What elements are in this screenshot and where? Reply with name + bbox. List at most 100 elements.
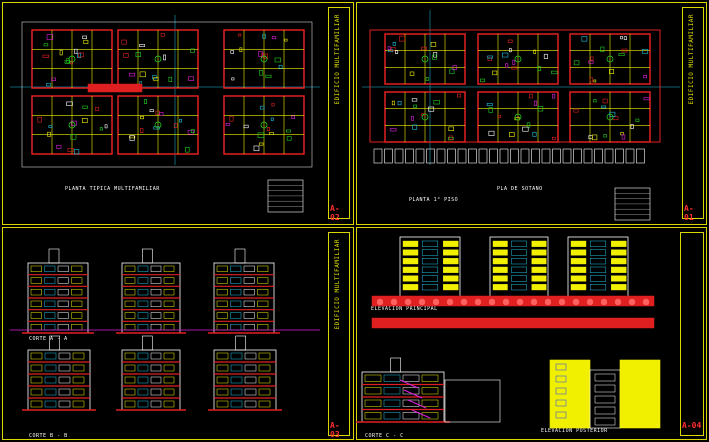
plan-fixture [225, 123, 231, 126]
sheet-a04: A-04 ELEVACION PRINCIPAL CORTE C - C ELE… [356, 227, 707, 440]
parking-stall [394, 148, 404, 164]
corridor [87, 83, 143, 93]
section-window [216, 324, 228, 331]
title-block-a02: EDIFICIO MULTIFAMILIAR A-02 [328, 7, 350, 222]
section-window [230, 352, 243, 360]
base-podium [371, 295, 655, 307]
sheet-a01: EDIFICIO MULTIFAMILIAR A-01 PLANTA 1° PI… [356, 2, 707, 225]
section-window [150, 376, 162, 384]
sheet-a02: EDIFICIO MULTIFAMILIAR A-02 PLANTA TIPIC… [2, 2, 354, 225]
section-window [124, 300, 136, 307]
section-window [124, 400, 136, 408]
plan-fixture [74, 48, 78, 54]
plan-fixture [258, 51, 263, 57]
section-window [243, 312, 255, 319]
plan-fixture [129, 135, 135, 141]
section-window [216, 364, 229, 372]
section-window [150, 352, 162, 360]
elevation-window [511, 284, 527, 291]
parking-stall [415, 148, 425, 164]
plan-fixture [551, 70, 558, 75]
tree-symbol [376, 298, 384, 306]
parking-stall [426, 148, 435, 164]
plan-fixture [153, 77, 159, 82]
plan-fixture [99, 127, 103, 131]
plan-fixture [430, 42, 437, 47]
elevation-window [402, 258, 419, 265]
section-window [383, 374, 401, 382]
section-window [137, 289, 149, 296]
section-window [30, 400, 43, 408]
section-window [30, 388, 43, 396]
elevation-window [611, 240, 627, 247]
section-window [364, 399, 382, 407]
section-window [124, 324, 136, 331]
caption-corte-b-b: CORTE B - B [29, 433, 68, 439]
rear-window [555, 375, 567, 383]
plan-fixture [286, 136, 292, 141]
tree-symbol [446, 298, 454, 306]
plan-fixture [537, 105, 544, 112]
section-window [150, 400, 162, 408]
section-window [258, 352, 271, 360]
elevation-window [443, 258, 459, 265]
tree-symbol [558, 298, 566, 306]
parking-stall [447, 148, 456, 164]
section-window [124, 352, 136, 360]
section-window [216, 289, 228, 296]
section-window [30, 312, 42, 319]
elevation-window [421, 284, 439, 291]
section-window [57, 324, 69, 331]
plan-fixture [253, 145, 260, 152]
section-window [44, 312, 56, 319]
tree-symbol [516, 298, 524, 306]
elevation-window [511, 266, 527, 273]
title-block-a03: EDIFICIO MULTIFAMILIAR A-03 [328, 232, 350, 439]
plan-stair-icon [421, 55, 429, 63]
section-window [244, 388, 257, 396]
plan-fixture [243, 124, 249, 129]
section-window [137, 388, 149, 396]
section-stair-tower [234, 248, 246, 264]
plan-fixture [623, 36, 627, 40]
plan-fixture [487, 57, 492, 61]
stair-ramp [411, 409, 431, 419]
plan-fixture [581, 36, 588, 42]
plan-fixture [66, 101, 73, 106]
plan-fixture [643, 97, 650, 101]
section-window [137, 364, 149, 372]
plan-stair-icon [514, 113, 522, 121]
plan-fixture [498, 114, 501, 118]
plan-fixture [391, 100, 395, 106]
plan-stair-icon [606, 55, 614, 63]
elevation-window [421, 258, 439, 265]
stair-ramp [407, 399, 427, 409]
section-window [163, 300, 175, 307]
section-window [124, 312, 136, 319]
elevation-window [570, 258, 587, 265]
parking-stall [636, 148, 645, 164]
plan-fixture [397, 101, 402, 106]
section-window [230, 364, 243, 372]
plan-fixture [389, 128, 397, 132]
plan-fixture [284, 38, 288, 42]
section-stair-tower [390, 357, 402, 373]
section-window [137, 265, 149, 272]
plan-fixture [533, 100, 538, 106]
plan-fixture [259, 105, 265, 110]
tree-symbol [488, 298, 496, 306]
section-window [44, 289, 56, 296]
parking-stall [499, 148, 509, 164]
section-window [244, 376, 257, 384]
rear-window [594, 395, 616, 404]
elevation-window [511, 249, 527, 256]
section-window [30, 376, 43, 384]
plan-fixture [51, 77, 56, 81]
elevation-window [589, 275, 607, 282]
plan-fixture [271, 36, 277, 40]
parking-stall [384, 148, 393, 164]
tree-symbol [586, 298, 594, 306]
section-window [137, 277, 149, 284]
section-window [57, 265, 69, 272]
section-window [258, 388, 271, 396]
